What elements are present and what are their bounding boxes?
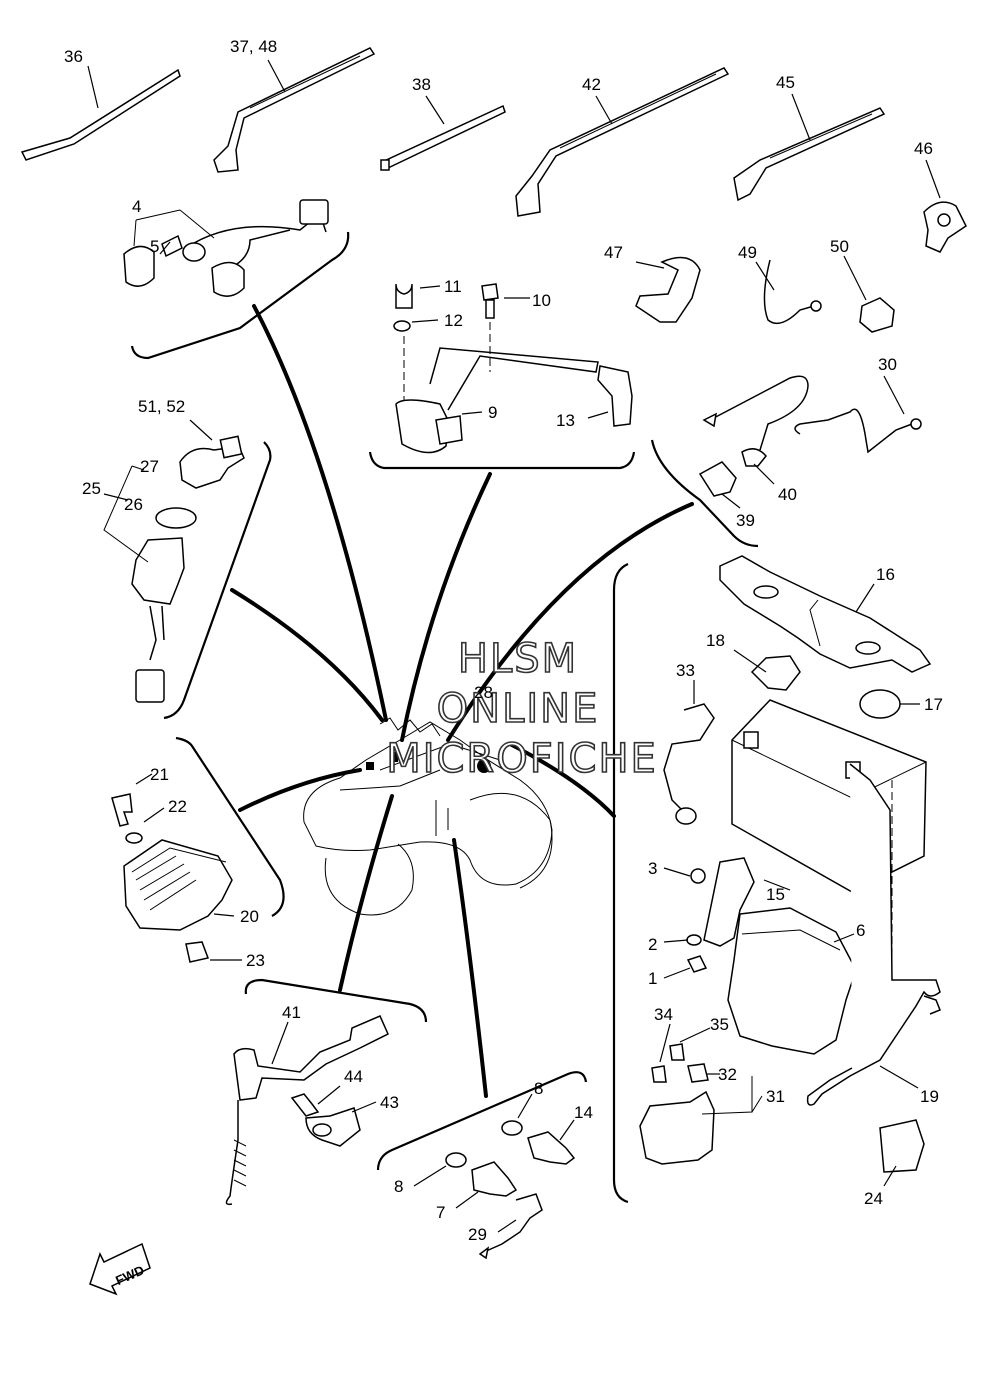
callout-30: 30: [878, 355, 897, 374]
watermark-line-3: MICROFICHE: [386, 736, 658, 782]
callout-21: 21: [150, 765, 169, 784]
callout-33: 33: [676, 661, 695, 680]
group-rectifier: [111, 736, 362, 963]
callout-labels: 36 37, 48 38 42 45 46 4 5 11 10 12 9 13 …: [64, 37, 943, 1244]
callout-15: 15: [766, 885, 785, 904]
callout-35: 35: [710, 1015, 729, 1034]
group-ignition-coil: [368, 283, 636, 742]
callout-18: 18: [706, 631, 725, 650]
lead-to-battery: [508, 742, 616, 818]
cable-tie-45: [733, 93, 886, 202]
cable-tie-36: [20, 65, 181, 161]
callout-8a: 8: [534, 1079, 543, 1098]
lead-to-neutral-switch: [338, 794, 394, 992]
callout-32: 32: [718, 1065, 737, 1084]
group-sensor: [446, 375, 922, 742]
callout-40: 40: [778, 485, 797, 504]
lead-to-spark-plug: [452, 838, 488, 1098]
clamp-46: [923, 159, 967, 253]
cable-tie-42: [515, 67, 730, 217]
group-spark-plug: [376, 1071, 588, 1260]
callout-29: 29: [468, 1225, 487, 1244]
callout-1: 1: [648, 969, 657, 988]
callout-47: 47: [604, 243, 623, 262]
callout-2: 2: [648, 935, 657, 954]
callout-25: 25: [82, 479, 101, 498]
callout-28: 28: [474, 683, 493, 702]
callout-39: 39: [736, 511, 755, 530]
callout-13: 13: [556, 411, 575, 430]
clamp-50: [843, 255, 895, 333]
callout-4: 4: [132, 197, 141, 216]
callout-51-52: 51, 52: [138, 397, 185, 416]
atv-outline: [303, 717, 553, 916]
bracket-47: [635, 256, 701, 323]
callout-26: 26: [124, 495, 143, 514]
callout-16: 16: [876, 565, 895, 584]
callout-7: 7: [436, 1203, 445, 1222]
callout-45: 45: [776, 73, 795, 92]
callout-14: 14: [574, 1103, 593, 1122]
callout-27: 27: [140, 457, 159, 476]
watermark: HLSM ONLINE MICROFICHE: [385, 635, 658, 783]
group-neutral-switch: [225, 978, 428, 1206]
callout-46: 46: [914, 139, 933, 158]
callout-42: 42: [582, 75, 601, 94]
group-main-switch: [103, 419, 384, 722]
callout-43: 43: [380, 1093, 399, 1112]
callout-24: 24: [864, 1189, 883, 1208]
cable-tie-38: [380, 95, 506, 171]
callout-36: 36: [64, 47, 83, 66]
callout-22: 22: [168, 797, 187, 816]
callout-3: 3: [648, 859, 657, 878]
cable-tie-37-48: [213, 47, 376, 173]
band-49: [755, 259, 822, 325]
group-lamp-socket: [123, 199, 388, 722]
watermark-line-1: HLSM: [458, 636, 578, 682]
callout-17: 17: [924, 695, 943, 714]
callout-23: 23: [246, 951, 265, 970]
callout-44: 44: [344, 1067, 363, 1086]
callout-37-48: 37, 48: [230, 37, 277, 56]
group-battery: [612, 555, 941, 1204]
callout-9: 9: [488, 403, 497, 422]
callout-8b: 8: [394, 1177, 403, 1196]
callout-5: 5: [150, 237, 159, 256]
callout-11: 11: [444, 277, 462, 296]
callout-19: 19: [920, 1087, 939, 1106]
fwd-arrow: FWD: [89, 1242, 151, 1296]
callout-34: 34: [654, 1005, 673, 1024]
callout-10: 10: [532, 291, 551, 310]
callout-20: 20: [240, 907, 259, 926]
callout-38: 38: [412, 75, 431, 94]
watermark-line-2: ONLINE: [437, 686, 600, 732]
callout-12: 12: [444, 311, 463, 330]
callout-31: 31: [766, 1087, 785, 1106]
callout-6: 6: [856, 921, 865, 940]
callout-50: 50: [830, 237, 849, 256]
callout-49: 49: [738, 243, 757, 262]
callout-41: 41: [282, 1003, 301, 1022]
